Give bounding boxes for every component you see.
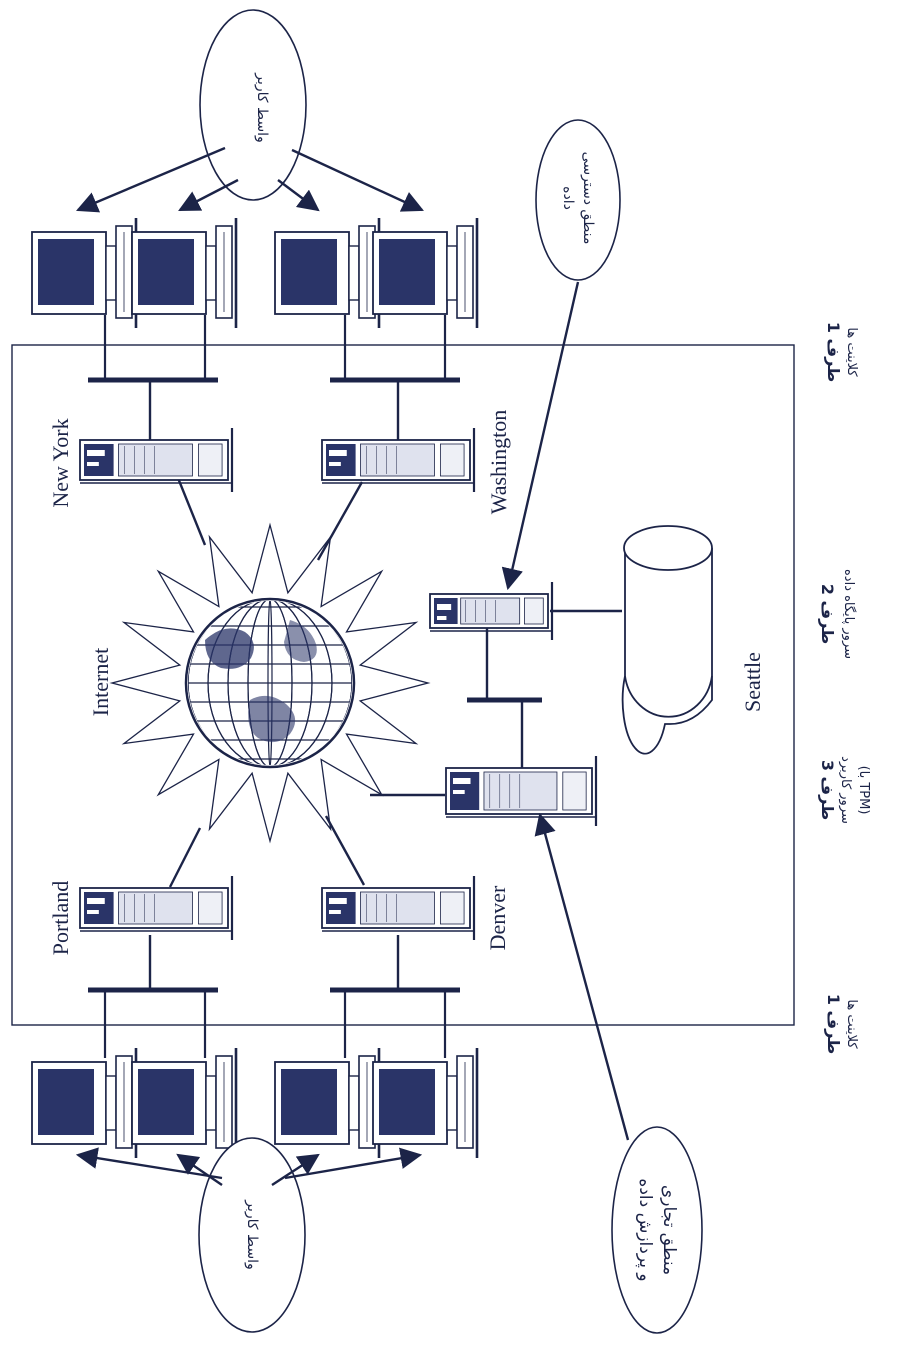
denver-lan — [330, 935, 460, 1058]
new-york-client-2-icon — [131, 218, 238, 328]
new-york-label: New York — [48, 418, 73, 507]
data-access-bubble — [535, 119, 621, 281]
denver-label: Denver — [485, 885, 510, 950]
seattle-backbone — [467, 609, 622, 768]
globe-icon — [184, 597, 356, 769]
user-interface-bubble-top — [199, 9, 307, 201]
arrows — [75, 146, 630, 1187]
application-server-icon — [445, 756, 598, 826]
globe-meridian — [207, 601, 333, 765]
internet-links — [168, 477, 445, 888]
tier1-bottom-subtitle: کلاینت ها — [844, 999, 859, 1049]
washington-server-icon — [321, 428, 476, 492]
user-interface-top-text: واسط کاربر — [254, 72, 270, 142]
database-server-icon — [429, 582, 554, 640]
washington-client-1-icon — [274, 218, 381, 328]
globe-meridian — [227, 601, 313, 765]
washington-client-2-icon — [372, 218, 479, 328]
database-cylinder-icon — [621, 525, 713, 755]
lan-segments — [88, 315, 460, 1058]
tier-labels: طرف 1 کلاینت ها طرف 2 سرور پایگاه داده ط… — [818, 322, 871, 1054]
tier1-top-subtitle: کلاینت ها — [844, 327, 859, 377]
tier3-subtitle-line2: (با TPM) — [856, 766, 871, 815]
business-logic-text-line2: و پردازش داده — [635, 1178, 655, 1281]
business-logic-text-line1: منطق تجاری — [659, 1185, 679, 1275]
seattle-label: Seattle — [740, 652, 765, 712]
tier3-title: طرف 3 — [818, 760, 837, 820]
data-access-text-line1: منطق دسترسی — [580, 152, 596, 245]
washington-lan — [330, 315, 460, 440]
portland-client-1-icon — [31, 1048, 138, 1158]
internet-label: Internet — [88, 648, 113, 716]
portland-server-icon — [79, 876, 234, 940]
bubble-texts: واسط کاربر منطق دسترسی داده واسط کاربر م… — [244, 72, 679, 1281]
location-labels: New York Washington Portland Denver Seat… — [48, 410, 765, 956]
network-boundary-box — [11, 344, 795, 1026]
washington-label: Washington — [486, 410, 511, 515]
denver-client-1-icon — [274, 1048, 381, 1158]
business-logic-bubble — [611, 1126, 703, 1334]
portland-lan — [88, 935, 218, 1058]
new-york-lan — [88, 315, 218, 440]
user-interface-bubble-bottom — [198, 1137, 306, 1333]
servers — [79, 428, 598, 940]
portland-label: Portland — [48, 881, 73, 956]
denver-server-icon — [321, 876, 476, 940]
client-workstations — [31, 218, 479, 1158]
portland-client-2-icon — [131, 1048, 238, 1158]
denver-client-2-icon — [372, 1048, 479, 1158]
new-york-client-1-icon — [31, 218, 138, 328]
tier3-subtitle-line1: سرور کاربرد — [838, 756, 853, 824]
globe-meridian — [247, 601, 293, 765]
user-interface-bottom-text: واسط کاربر — [244, 1199, 260, 1269]
tier2-subtitle: سرور پایگاه داده — [841, 569, 857, 659]
tier1-bottom-title: طرف 1 — [824, 994, 843, 1054]
data-access-text-line2: داده — [560, 186, 576, 210]
new-york-server-icon — [79, 428, 234, 492]
tier2-title: طرف 2 — [818, 584, 837, 644]
tier1-top-title: طرف 1 — [824, 322, 843, 382]
